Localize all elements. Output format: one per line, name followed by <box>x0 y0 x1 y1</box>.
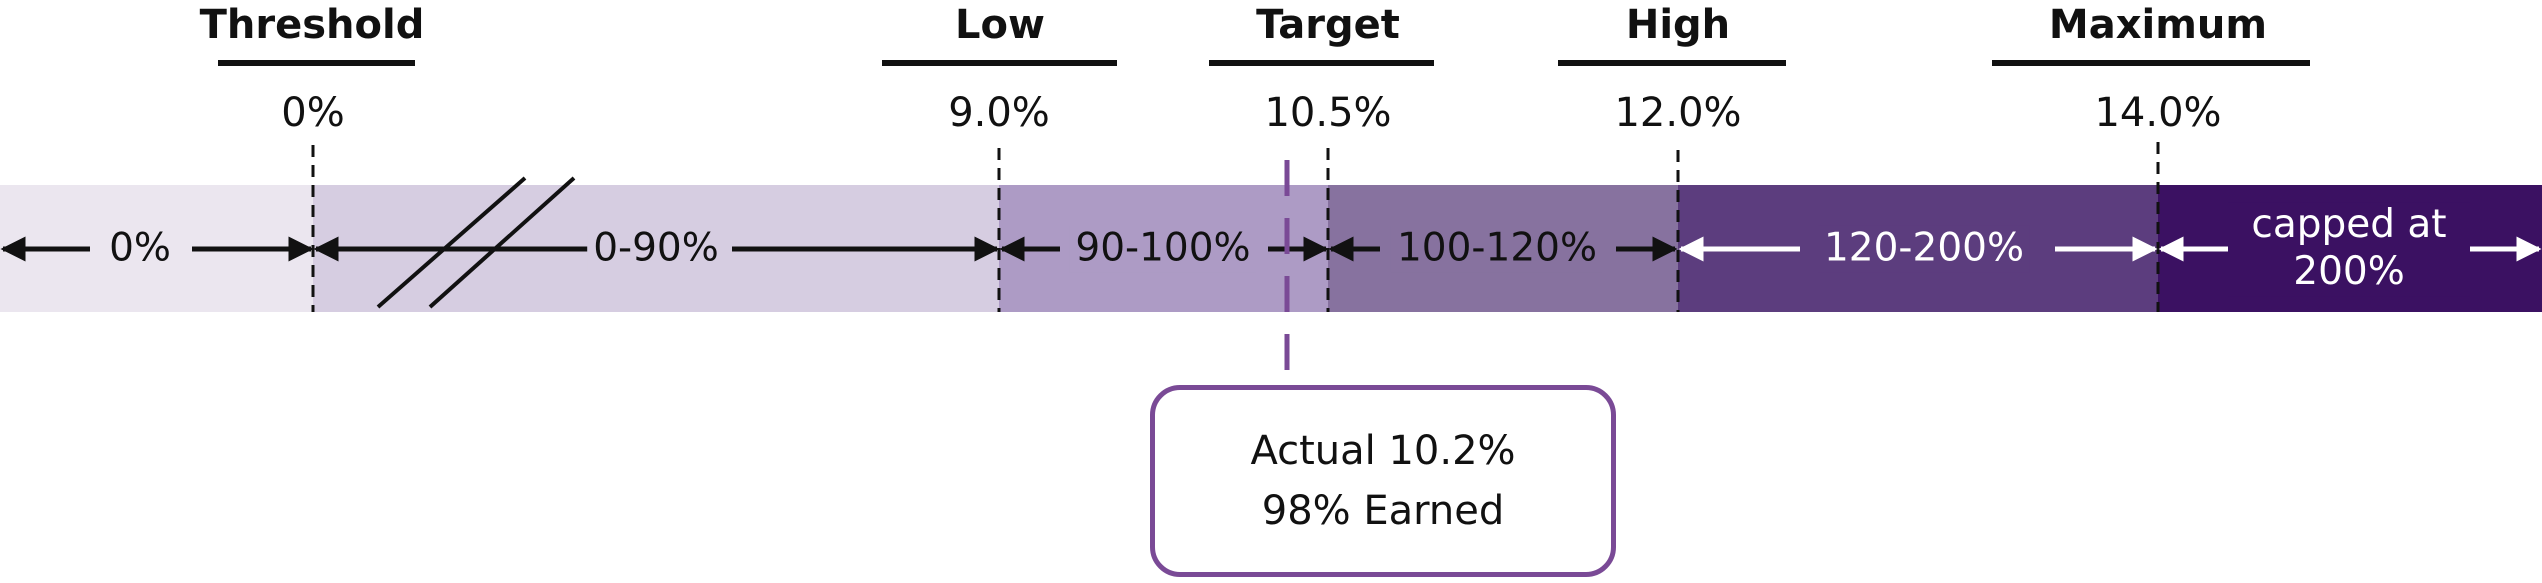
maximum-value: 14.0% <box>2094 90 2222 136</box>
high-heading: High <box>1625 2 1731 48</box>
band-label-3: 100-120% <box>1390 225 1604 273</box>
threshold-heading: Threshold <box>199 2 425 48</box>
actual-value-text: Actual 10.2% <box>1250 428 1516 474</box>
axis-break-slash-1 <box>376 176 527 309</box>
band-label-1: 0-90% <box>587 225 725 273</box>
target-heading: Target <box>1256 2 1400 48</box>
threshold-value: 0% <box>281 90 345 136</box>
band-label-4: 120-200% <box>1817 225 2031 273</box>
band-label-2: 90-100% <box>1069 225 1257 273</box>
low-heading: Low <box>955 2 1045 48</box>
axis-break-slash-2 <box>428 176 576 309</box>
high-value: 12.0% <box>1614 90 1742 136</box>
earned-text: 98% Earned <box>1261 488 1505 534</box>
maximum-heading: Maximum <box>2048 2 2268 48</box>
band-label-5: capped at 200% <box>2228 202 2470 296</box>
target-value: 10.5% <box>1264 90 1392 136</box>
actual-callout: Actual 10.2% 98% Earned <box>1150 385 1616 577</box>
low-value: 9.0% <box>948 90 1050 136</box>
band-label-0: 0% <box>103 225 177 273</box>
